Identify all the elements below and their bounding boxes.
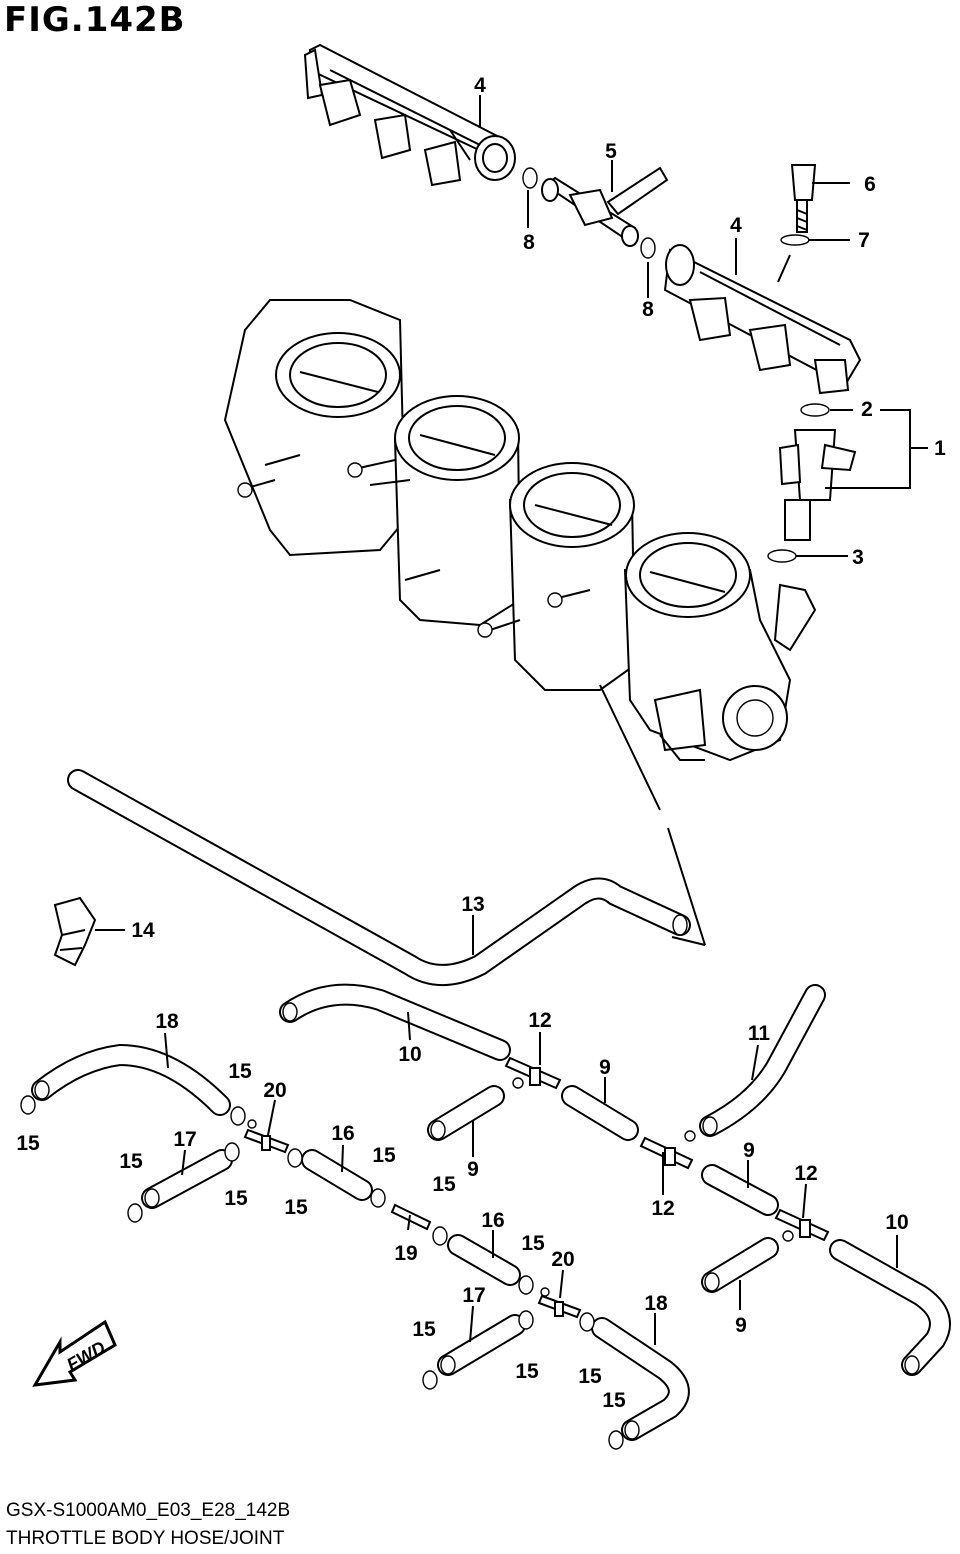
callout-4-lower: 4 <box>730 214 742 237</box>
callout-16-lower: 16 <box>481 1209 504 1232</box>
diagram-code: GSX-S1000AM0_E03_E28_142B <box>6 1500 291 1521</box>
throttle-body-assembly <box>223 299 817 762</box>
callout-10-upper: 10 <box>398 1043 421 1066</box>
joint-20-lower <box>537 1287 582 1319</box>
callout-7: 7 <box>858 229 870 252</box>
diagram-caption: THROTTLE BODY HOSE/JOINT <box>6 1528 285 1549</box>
t-joint-upper <box>504 1056 562 1090</box>
hose-9-c <box>701 1164 779 1216</box>
hose-16-lower <box>447 1234 521 1286</box>
washer <box>780 234 810 246</box>
hose-9-d <box>701 1237 779 1293</box>
o-ring-upper <box>522 167 538 189</box>
callout-15-k: 15 <box>578 1365 602 1388</box>
callout-2: 2 <box>861 398 873 421</box>
hose-18-bottom <box>591 1317 690 1441</box>
bolt <box>790 164 817 233</box>
hose-10-right <box>829 1239 951 1376</box>
callout-17-lower: 17 <box>462 1284 485 1307</box>
callout-8-upper: 8 <box>523 231 535 254</box>
callout-15-h: 15 <box>521 1232 545 1255</box>
hose-17-upper <box>141 1149 233 1209</box>
callout-14: 14 <box>131 919 155 942</box>
callout-3: 3 <box>852 546 864 569</box>
callout-9-upper: 9 <box>599 1056 611 1079</box>
callout-15-j: 15 <box>515 1360 539 1383</box>
callout-12-right: 12 <box>794 1162 817 1185</box>
callout-20-upper: 20 <box>263 1079 286 1102</box>
hose-10-upper <box>279 983 511 1061</box>
callout-16-upper: 16 <box>331 1122 354 1145</box>
callout-15-d: 15 <box>372 1144 396 1167</box>
callout-12-middle: 12 <box>651 1197 674 1220</box>
hose-17-lower <box>437 1314 526 1376</box>
callout-1: 1 <box>934 437 946 460</box>
joint-19 <box>390 1203 432 1231</box>
clamp <box>53 896 97 967</box>
callout-15-b: 15 <box>16 1132 40 1155</box>
figure-title: FIG.142B <box>4 0 186 40</box>
callout-4-upper: 4 <box>474 74 486 97</box>
hose-clips <box>20 1095 624 1450</box>
hose-9-b <box>427 1085 505 1141</box>
callout-15-l: 15 <box>602 1389 626 1412</box>
callout-8-lower: 8 <box>642 298 654 321</box>
callout-15-a: 15 <box>228 1060 252 1083</box>
callout-17-upper: 17 <box>173 1128 196 1151</box>
callout-19: 19 <box>394 1242 417 1265</box>
callout-12-upper: 12 <box>528 1009 551 1032</box>
callout-20-lower: 20 <box>551 1248 574 1271</box>
callout-15-c: 15 <box>119 1150 143 1173</box>
callout-18-bottom: 18 <box>644 1292 668 1315</box>
joint-20-upper <box>243 1119 290 1154</box>
hose-9-a <box>561 1085 639 1141</box>
callout-15-f: 15 <box>224 1187 248 1210</box>
hose-11 <box>699 984 826 1137</box>
callout-15-g: 15 <box>284 1196 308 1219</box>
callout-13: 13 <box>461 893 484 916</box>
callout-18-left: 18 <box>155 1010 179 1033</box>
fuel-joint <box>541 166 669 247</box>
callout-5: 5 <box>605 140 617 163</box>
callout-15-e: 15 <box>432 1173 456 1196</box>
t-joint-middle <box>639 1130 696 1170</box>
injector <box>767 403 857 563</box>
hose-18-left <box>31 1043 231 1116</box>
hose-13 <box>67 769 691 986</box>
fuel-rail-right <box>663 244 862 395</box>
callout-6: 6 <box>864 173 876 196</box>
callout-10-right: 10 <box>885 1211 908 1234</box>
callout-11: 11 <box>748 1022 771 1045</box>
fuel-rail-left <box>303 43 516 187</box>
o-ring-lower <box>640 237 656 259</box>
callout-9-mid: 9 <box>743 1139 755 1162</box>
callout-15-i: 15 <box>412 1318 436 1341</box>
callout-9-lower: 9 <box>735 1314 747 1337</box>
t-joint-right <box>774 1208 830 1242</box>
callout-9-left: 9 <box>467 1158 479 1181</box>
fwd-arrow-icon: FWD <box>32 1319 117 1387</box>
hose-16-upper <box>301 1149 373 1201</box>
